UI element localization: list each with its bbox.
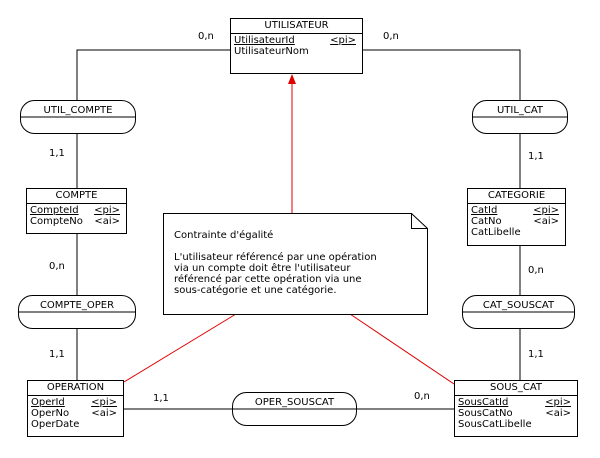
entity-operation[interactable]: OPERATION OperId <pi> OperNo <ai> OperDa…	[27, 380, 124, 437]
note-line: L'utilisateur référencé par une opératio…	[174, 252, 377, 263]
attribute-row: OperNo <ai>	[31, 408, 120, 419]
note-title: Contrainte d'égalité	[174, 230, 274, 241]
constraint-line-to-sous-cat	[349, 313, 455, 385]
assoc-shape-util-compte	[20, 100, 136, 134]
attribute-code: <ai>	[91, 408, 117, 419]
assoc-compte-oper[interactable]: COMPTE_OPER	[18, 295, 136, 329]
note-line: sous-catégorie et une catégorie.	[174, 285, 337, 296]
attribute-row: UtilisateurId <pi>	[234, 35, 359, 46]
attribute-name: CompteNo	[30, 216, 83, 227]
attribute-row: SousCatNo <ai>	[458, 408, 574, 419]
attribute-row: CatId <pi>	[471, 205, 562, 216]
attribute-name: UtilisateurNom	[234, 46, 309, 57]
attribute-code: <pi>	[533, 205, 559, 216]
cardinality-operation-top: 1,1	[49, 349, 65, 360]
cardinality-utilisateur-right: 0,n	[383, 31, 399, 42]
attribute-code: <pi>	[91, 397, 117, 408]
attribute-row: SousCatId <pi>	[458, 397, 574, 408]
line-utilisateur-util-compte	[76, 49, 230, 100]
note-line: référencé par cette opération via une	[174, 274, 362, 285]
attribute-name: UtilisateurId	[234, 35, 295, 46]
attribute-code: <ai>	[533, 216, 559, 227]
line-utilisateur-util-cat	[362, 49, 521, 100]
entity-categorie[interactable]: CATEGORIE CatId <pi> CatNo <ai> CatLibel…	[467, 188, 566, 246]
attribute-code: <pi>	[94, 205, 120, 216]
entity-title: UTILISATEUR	[231, 19, 362, 34]
attribute-row: CatLibelle	[471, 227, 562, 238]
attribute-code: <ai>	[94, 216, 120, 227]
assoc-shape-compte-oper	[18, 295, 136, 329]
attribute-row: OperDate	[31, 419, 120, 430]
cardinality-sous-cat-left: 0,n	[414, 391, 430, 402]
cardinality-operation-right: 1,1	[153, 393, 169, 404]
assoc-label: UTIL_COMPTE	[43, 105, 113, 116]
constraint-note-shape	[163, 213, 428, 315]
attribute-name: OperNo	[31, 408, 70, 419]
attribute-code: <pi>	[545, 397, 571, 408]
attribute-row: CompteNo <ai>	[30, 216, 123, 227]
attribute-row: OperId <pi>	[31, 397, 120, 408]
attribute-code: <ai>	[545, 408, 571, 419]
attribute-name: CatLibelle	[471, 227, 521, 238]
attribute-code: <pi>	[330, 35, 356, 46]
attribute-name: SousCatLibelle	[458, 419, 532, 430]
entity-title: COMPTE	[27, 189, 126, 204]
attribute-row: UtilisateurNom	[234, 46, 359, 57]
assoc-shape-oper-souscat	[232, 392, 357, 426]
assoc-shape-cat-souscat	[462, 295, 575, 329]
attribute-name: CompteId	[30, 205, 79, 216]
cardinality-compte-top: 1,1	[49, 148, 65, 159]
cardinality-utilisateur-left: 0,n	[198, 31, 214, 42]
assoc-label: COMPTE_OPER	[39, 300, 115, 311]
attribute-name: CatNo	[471, 216, 502, 227]
assoc-oper-souscat[interactable]: OPER_SOUSCAT	[232, 392, 357, 426]
attribute-name: CatId	[471, 205, 498, 216]
entity-utilisateur[interactable]: UTILISATEUR UtilisateurId <pi> Utilisate…	[230, 18, 363, 74]
assoc-label: OPER_SOUSCAT	[254, 397, 335, 408]
attribute-row: CatNo <ai>	[471, 216, 562, 227]
cardinality-categorie-top: 1,1	[528, 151, 544, 162]
attribute-row: CompteId <pi>	[30, 205, 123, 216]
assoc-cat-souscat[interactable]: CAT_SOUSCAT	[462, 295, 575, 329]
attribute-name: SousCatNo	[458, 408, 513, 419]
assoc-util-compte[interactable]: UTIL_COMPTE	[20, 100, 136, 134]
constraint-line-to-operation	[123, 313, 237, 383]
note-line: via un compte doit être l'utilisateur	[174, 263, 351, 274]
attribute-row: SousCatLibelle	[458, 419, 574, 430]
cardinality-categorie-bottom: 0,n	[528, 265, 544, 276]
cardinality-sous-cat-top: 1,1	[528, 349, 544, 360]
assoc-shape-util-cat	[472, 100, 568, 134]
entity-sous-cat[interactable]: SOUS_CAT SousCatId <pi> SousCatNo <ai> S…	[454, 380, 578, 437]
entity-title: CATEGORIE	[468, 189, 565, 204]
attribute-name: OperId	[31, 397, 65, 408]
attribute-name: OperDate	[31, 419, 80, 430]
entity-title: SOUS_CAT	[455, 381, 577, 396]
constraint-note[interactable]: Contrainte d'égalité L'utilisateur référ…	[174, 230, 377, 296]
constraint-arrowhead	[288, 74, 296, 84]
assoc-label: CAT_SOUSCAT	[482, 300, 555, 311]
entity-compte[interactable]: COMPTE CompteId <pi> CompteNo <ai>	[26, 188, 127, 234]
assoc-label: UTIL_CAT	[496, 105, 544, 116]
attribute-name: SousCatId	[458, 397, 509, 408]
assoc-util-cat[interactable]: UTIL_CAT	[472, 100, 568, 134]
entity-title: OPERATION	[28, 381, 123, 396]
cardinality-compte-bottom: 0,n	[49, 261, 65, 272]
